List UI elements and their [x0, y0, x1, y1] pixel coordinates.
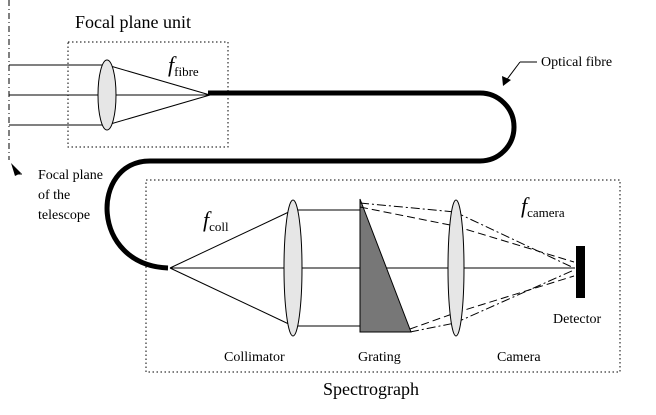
- focal-plane-pointer-arrow: [11, 163, 22, 176]
- collimator-lens: [283, 199, 303, 337]
- optical-fibre-label: Optical fibre: [541, 55, 612, 70]
- camera-label: Camera: [497, 350, 541, 365]
- spectrograph-title: Spectrograph: [323, 379, 419, 399]
- f-fibre-label: ffibre: [168, 52, 199, 79]
- grating-prism: [359, 198, 412, 333]
- collimator-label: Collimator: [224, 350, 285, 365]
- f-coll-label: fcoll: [203, 207, 229, 234]
- focal-plane-unit-title: Focal plane unit: [75, 12, 191, 32]
- grating-label: Grating: [358, 350, 401, 365]
- f-camera-label: fcamera: [521, 193, 565, 220]
- optical-fibre: [104, 90, 517, 271]
- camera-lens: [447, 199, 465, 337]
- fibre-feed-lens: [97, 59, 117, 131]
- focal-plane-label-line3: telescope: [38, 208, 90, 223]
- spectrograph-box: [145, 179, 621, 373]
- dispersed-rays: [359, 202, 575, 333]
- focal-plane-label: Focal plane: [38, 168, 103, 183]
- optical-fibre-pointer-arrow: [502, 61, 537, 86]
- detector-label: Detector: [553, 312, 602, 327]
- detector: [576, 246, 585, 298]
- focal-plane-label-line2: of the: [38, 188, 70, 203]
